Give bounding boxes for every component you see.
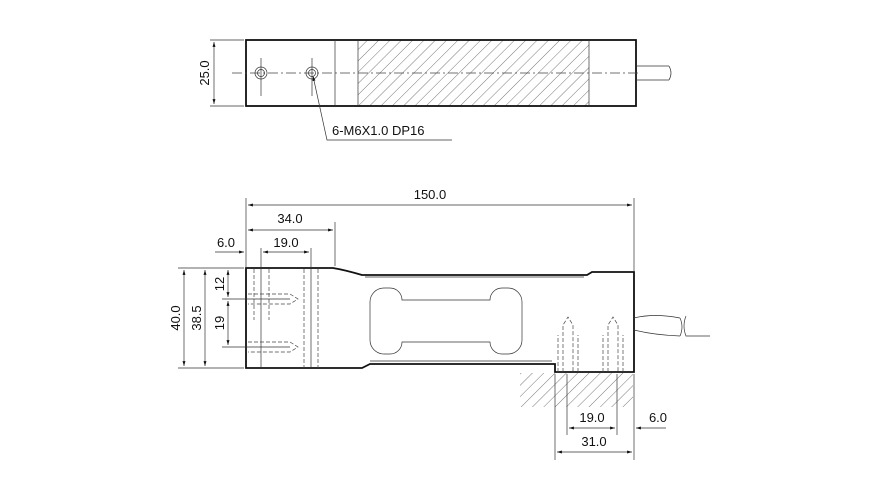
dim-31: 31.0 (581, 434, 606, 449)
hidden-threaded-holes (248, 269, 624, 372)
dim-6-left: 6.0 (217, 235, 235, 250)
mounting-hole-icon (254, 58, 268, 96)
dim-width: 25.0 (197, 60, 212, 85)
dim-6-right: 6.0 (649, 410, 667, 425)
dim-19-vertical: 19 (212, 316, 227, 330)
dim-34: 34.0 (277, 211, 302, 226)
dim-length: 150.0 (414, 187, 447, 202)
cable (633, 315, 710, 337)
side-view: 150.0 34.0 6.0 19.0 40.0 38.5 12 19 19.0… (168, 187, 710, 460)
leader-line (312, 75, 452, 141)
ground-hatch (520, 373, 633, 407)
dim-19-right: 19.0 (579, 410, 604, 425)
dim-height: 40.0 (168, 305, 183, 330)
mounting-hole-icon (305, 58, 319, 96)
side-body-outline (245, 267, 635, 373)
bending-beam-slot (369, 287, 523, 355)
top-view: 25.0 6-M6X1.0 DP16 (197, 39, 672, 141)
dim-38-5: 38.5 (189, 305, 204, 330)
dim-19-left: 19.0 (273, 235, 298, 250)
dim-12: 12 (212, 277, 227, 291)
cable (636, 65, 672, 81)
thread-callout: 6-M6X1.0 DP16 (332, 123, 425, 138)
